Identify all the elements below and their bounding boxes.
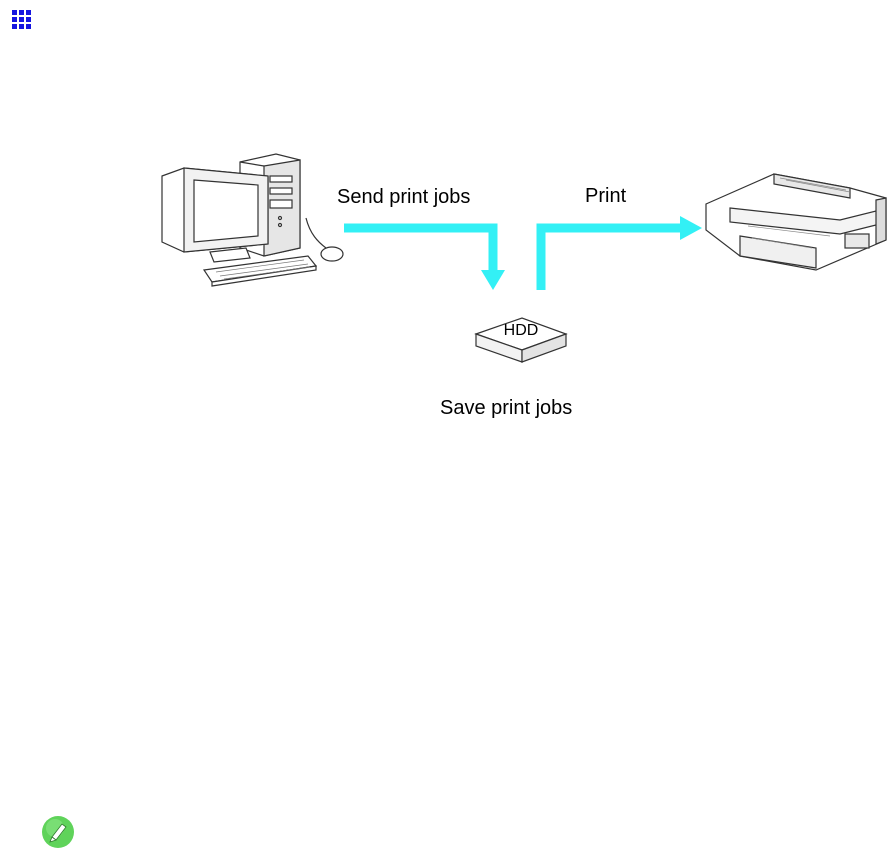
hdd-label: HDD xyxy=(472,322,570,340)
print-arrow-head xyxy=(680,216,702,240)
print-label: Print xyxy=(585,185,626,208)
send-arrow-path xyxy=(344,228,493,272)
send-arrow-head xyxy=(481,270,505,290)
print-arrow-path xyxy=(541,228,682,290)
pencil-note-icon xyxy=(41,815,75,849)
send-print-jobs-label: Send print jobs xyxy=(337,186,470,209)
save-print-jobs-label: Save print jobs xyxy=(440,397,572,420)
desktop-computer-icon xyxy=(158,152,346,290)
large-format-printer-icon xyxy=(700,168,888,272)
grid-icon xyxy=(12,10,32,30)
flow-arrows xyxy=(330,210,710,300)
